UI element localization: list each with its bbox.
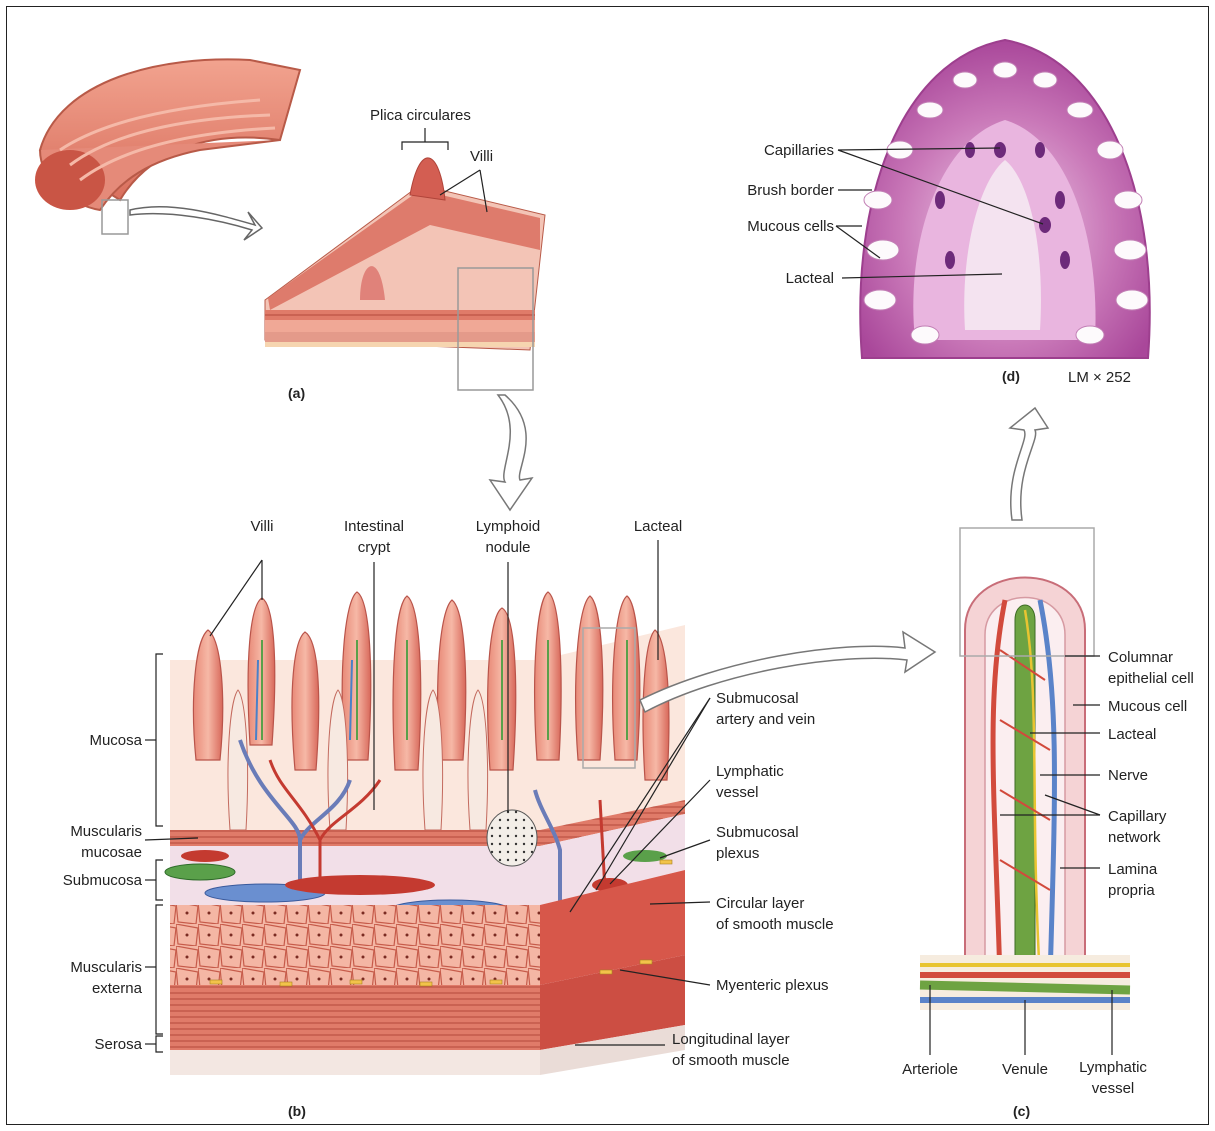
label-lamina-propria-2: propria <box>1108 881 1155 900</box>
label-capillaries-d: Capillaries <box>700 141 834 160</box>
label-muscularis-mucosae-1: Muscularis <box>20 822 142 841</box>
panel-c-villus <box>920 528 1130 1010</box>
panel-a-tag: (a) <box>288 385 305 401</box>
label-muscularis-externa-1: Muscularis <box>20 958 142 977</box>
label-nerve: Nerve <box>1108 766 1148 785</box>
label-lacteal-c: Lacteal <box>1108 725 1156 744</box>
label-longitudinal-layer-1: Longitudinal layer <box>672 1030 790 1049</box>
label-villi-b: Villi <box>222 517 302 536</box>
label-lymphatic-vessel-c-2: vessel <box>1068 1079 1158 1098</box>
label-myenteric-plexus: Myenteric plexus <box>716 976 829 995</box>
label-submucosal-plexus-1: Submucosal <box>716 823 799 842</box>
label-submucosa: Submucosa <box>20 871 142 890</box>
arrow-a-to-b <box>490 395 532 510</box>
label-intestinal-crypt-1: Intestinal <box>324 517 424 536</box>
panel-d-micrograph <box>836 40 1150 358</box>
label-capillary-network-1: Capillary <box>1108 807 1166 826</box>
label-lacteal-d: Lacteal <box>700 269 834 288</box>
label-muscularis-externa-2: externa <box>20 979 142 998</box>
label-lymphoid-nodule-2: nodule <box>458 538 558 557</box>
label-mucous-cells: Mucous cells <box>700 217 834 236</box>
label-lymphatic-vessel-c-1: Lymphatic <box>1068 1058 1158 1077</box>
label-submucosal-artery-2: artery and vein <box>716 710 815 729</box>
label-submucosal-artery-1: Submucosal <box>716 689 799 708</box>
label-mucous-cell: Mucous cell <box>1108 697 1187 716</box>
label-villi-a: Villi <box>470 147 493 166</box>
label-arteriole: Arteriole <box>888 1060 972 1079</box>
label-lacteal-b: Lacteal <box>608 517 708 536</box>
label-lymphoid-nodule-1: Lymphoid <box>458 517 558 536</box>
label-lymphatic-vessel-b-1: Lymphatic <box>716 762 784 781</box>
label-plica-circulares: Plica circulares <box>370 106 471 125</box>
panel-b-wall-block <box>165 592 685 1075</box>
label-intestinal-crypt-2: crypt <box>324 538 424 557</box>
label-columnar-epithelial-1: Columnar <box>1108 648 1173 667</box>
label-lamina-propria-1: Lamina <box>1108 860 1157 879</box>
magnification-label: LM × 252 <box>1068 368 1131 387</box>
label-circular-layer-1: Circular layer <box>716 894 804 913</box>
panel-a-arrow <box>130 207 262 240</box>
label-capillary-network-2: network <box>1108 828 1161 847</box>
panel-a-wall-section <box>265 128 545 390</box>
label-circular-layer-2: of smooth muscle <box>716 915 834 934</box>
label-muscularis-mucosae-2: mucosae <box>20 843 142 862</box>
label-columnar-epithelial-2: epithelial cell <box>1108 669 1194 688</box>
panel-b-tag: (b) <box>288 1103 306 1119</box>
label-serosa: Serosa <box>20 1035 142 1054</box>
panel-c-tag: (c) <box>1013 1103 1030 1119</box>
label-longitudinal-layer-2: of smooth muscle <box>672 1051 790 1070</box>
label-submucosal-plexus-2: plexus <box>716 844 759 863</box>
label-brush-border: Brush border <box>700 181 834 200</box>
label-mucosa: Mucosa <box>20 731 142 750</box>
label-venule: Venule <box>990 1060 1060 1079</box>
arrow-c-to-d <box>1010 408 1048 520</box>
panel-d-tag: (d) <box>1002 368 1020 384</box>
label-lymphatic-vessel-b-2: vessel <box>716 783 759 802</box>
